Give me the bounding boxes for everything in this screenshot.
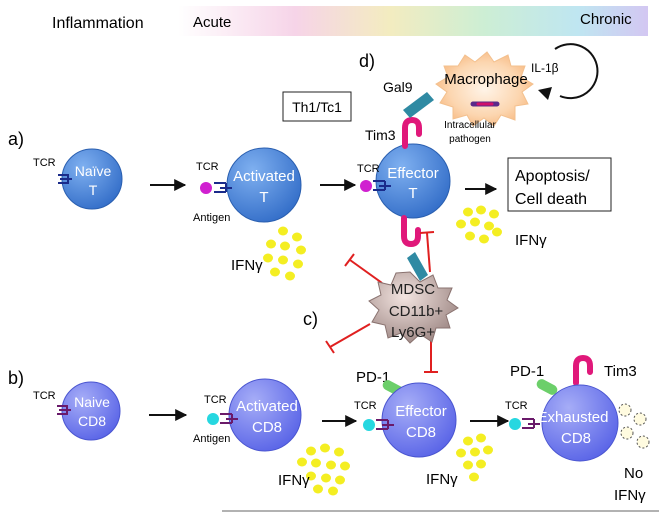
pathogen-label-1: Intracellular [444,120,496,131]
tcr-receptor-icon [57,405,71,415]
antigen-icon [509,418,521,430]
exhausted-cd8-label-1: Exhausted [538,409,609,426]
tcr-receptor-icon [220,413,238,424]
tcr-label-b4: TCR [505,400,528,412]
chronic-label: Chronic [580,11,632,28]
ifng-label-a1: IFNγ [231,257,263,274]
pd1-receptor-icon [536,379,558,395]
activated-t-label-2: T [259,189,268,206]
acute-label: Acute [193,14,231,31]
tcr-label-b3: TCR [354,400,377,412]
tim3-label-a: Tim3 [365,127,396,143]
effector-cd8-label-1: Effector [395,403,446,420]
naive-t-label-2: T [89,182,98,198]
gal9-label: Gal9 [383,79,413,95]
tcr-label-b2: TCR [204,394,227,406]
th1-tc1-label: Th1/Tc1 [292,99,342,115]
effector-t-label-1: Effector [387,165,438,182]
apoptosis-label-1: Apoptosis/ [515,168,590,185]
mdsc-cell: MDSC CD11b+ Ly6G+ [368,271,459,344]
antigen-icon [360,180,372,192]
tim3-label-b: Tim3 [604,363,637,380]
naive-cd8-label-1: Naive [74,394,110,410]
gal9-ligand-icon [403,92,434,118]
apoptosis-box [507,157,612,212]
tim3-receptor-icon [401,215,421,248]
tim3-receptor-icon [573,354,593,386]
naive-cd8-label-2: CD8 [78,413,106,429]
macrophage-cell: Macrophage [435,51,534,127]
effector-cd8-cell: Effector CD8 [363,382,457,458]
exhausted-cd8-label-2: CD8 [561,430,591,447]
ifng-dots-b2 [456,433,493,482]
inflammation-gradient-bar [178,6,648,36]
activated-cd8-cell: Activated CD8 [207,378,302,452]
naive-t-label-1: Naïve [75,163,112,179]
exhausted-cd8-cell: Exhausted CD8 [509,384,619,462]
ifng-dots-a2 [456,205,502,244]
ifng-label-b2: IFNγ [426,471,458,488]
activated-t-cell: Activated T [200,147,302,223]
il1b-loop-arrowhead [538,87,552,100]
empty-ifng-dots [618,403,650,449]
pd1-label-b1: PD-1 [356,369,390,386]
activated-cd8-label-1: Activated [236,398,298,415]
panel-label-b: b) [8,368,24,388]
activated-cd8-label-2: CD8 [252,419,282,436]
tcr-label-b1: TCR [33,390,56,402]
antigen-icon [200,182,212,194]
tcr-label-a2: TCR [196,161,219,173]
macrophage-label: Macrophage [444,71,527,88]
inflammation-label: Inflammation [52,15,144,32]
tcr-receptor-icon [376,419,394,430]
panel-label-a: a) [8,129,24,149]
mdsc-label-3: Ly6G+ [391,324,435,341]
il1b-loop-arrow [554,43,599,100]
pd1-label-b2: PD-1 [510,363,544,380]
tcr-label-a3: TCR [357,163,380,175]
panel-label-c: c) [303,309,318,329]
inhibition-lines [325,231,438,373]
tcr-receptor-icon [373,180,391,191]
gal9-ligand-icon [407,252,428,281]
tcr-label-a1: TCR [33,157,56,169]
no-ifng-label-1: No [624,465,643,482]
mdsc-label-2: CD11b+ [389,303,444,320]
mdsc-label-1: MDSC [391,281,435,298]
naive-cd8-cell: Naive CD8 [57,381,121,441]
naive-t-cell: Naïve T [58,148,123,210]
antigen-label-a: Antigen [193,212,230,224]
effector-t-label-2: T [408,185,417,202]
il1b-label: IL-1β [531,61,559,75]
tcr-receptor-icon [214,182,232,193]
th1-tc1-box [282,91,352,122]
panel-label-d: d) [359,51,375,71]
antigen-label-b: Antigen [193,433,230,445]
ifng-label-b1: IFNγ [278,472,310,489]
tcr-receptor-icon [58,174,72,184]
apoptosis-label-2: Cell death [515,191,587,208]
pathogen-label-2: pathogen [449,134,491,145]
antigen-icon [363,419,375,431]
activated-t-label-1: Activated [233,168,295,185]
tcr-receptor-icon [522,418,540,429]
no-ifng-label-2: IFNγ [614,487,646,504]
ifng-label-a2: IFNγ [515,232,547,249]
effector-t-cell: Effector T [360,143,451,219]
ifng-dots-b1 [297,443,350,496]
tim3-receptor-icon [402,116,422,149]
ifng-dots-a1 [263,226,306,281]
effector-cd8-label-2: CD8 [406,424,436,441]
antigen-icon [207,413,219,425]
